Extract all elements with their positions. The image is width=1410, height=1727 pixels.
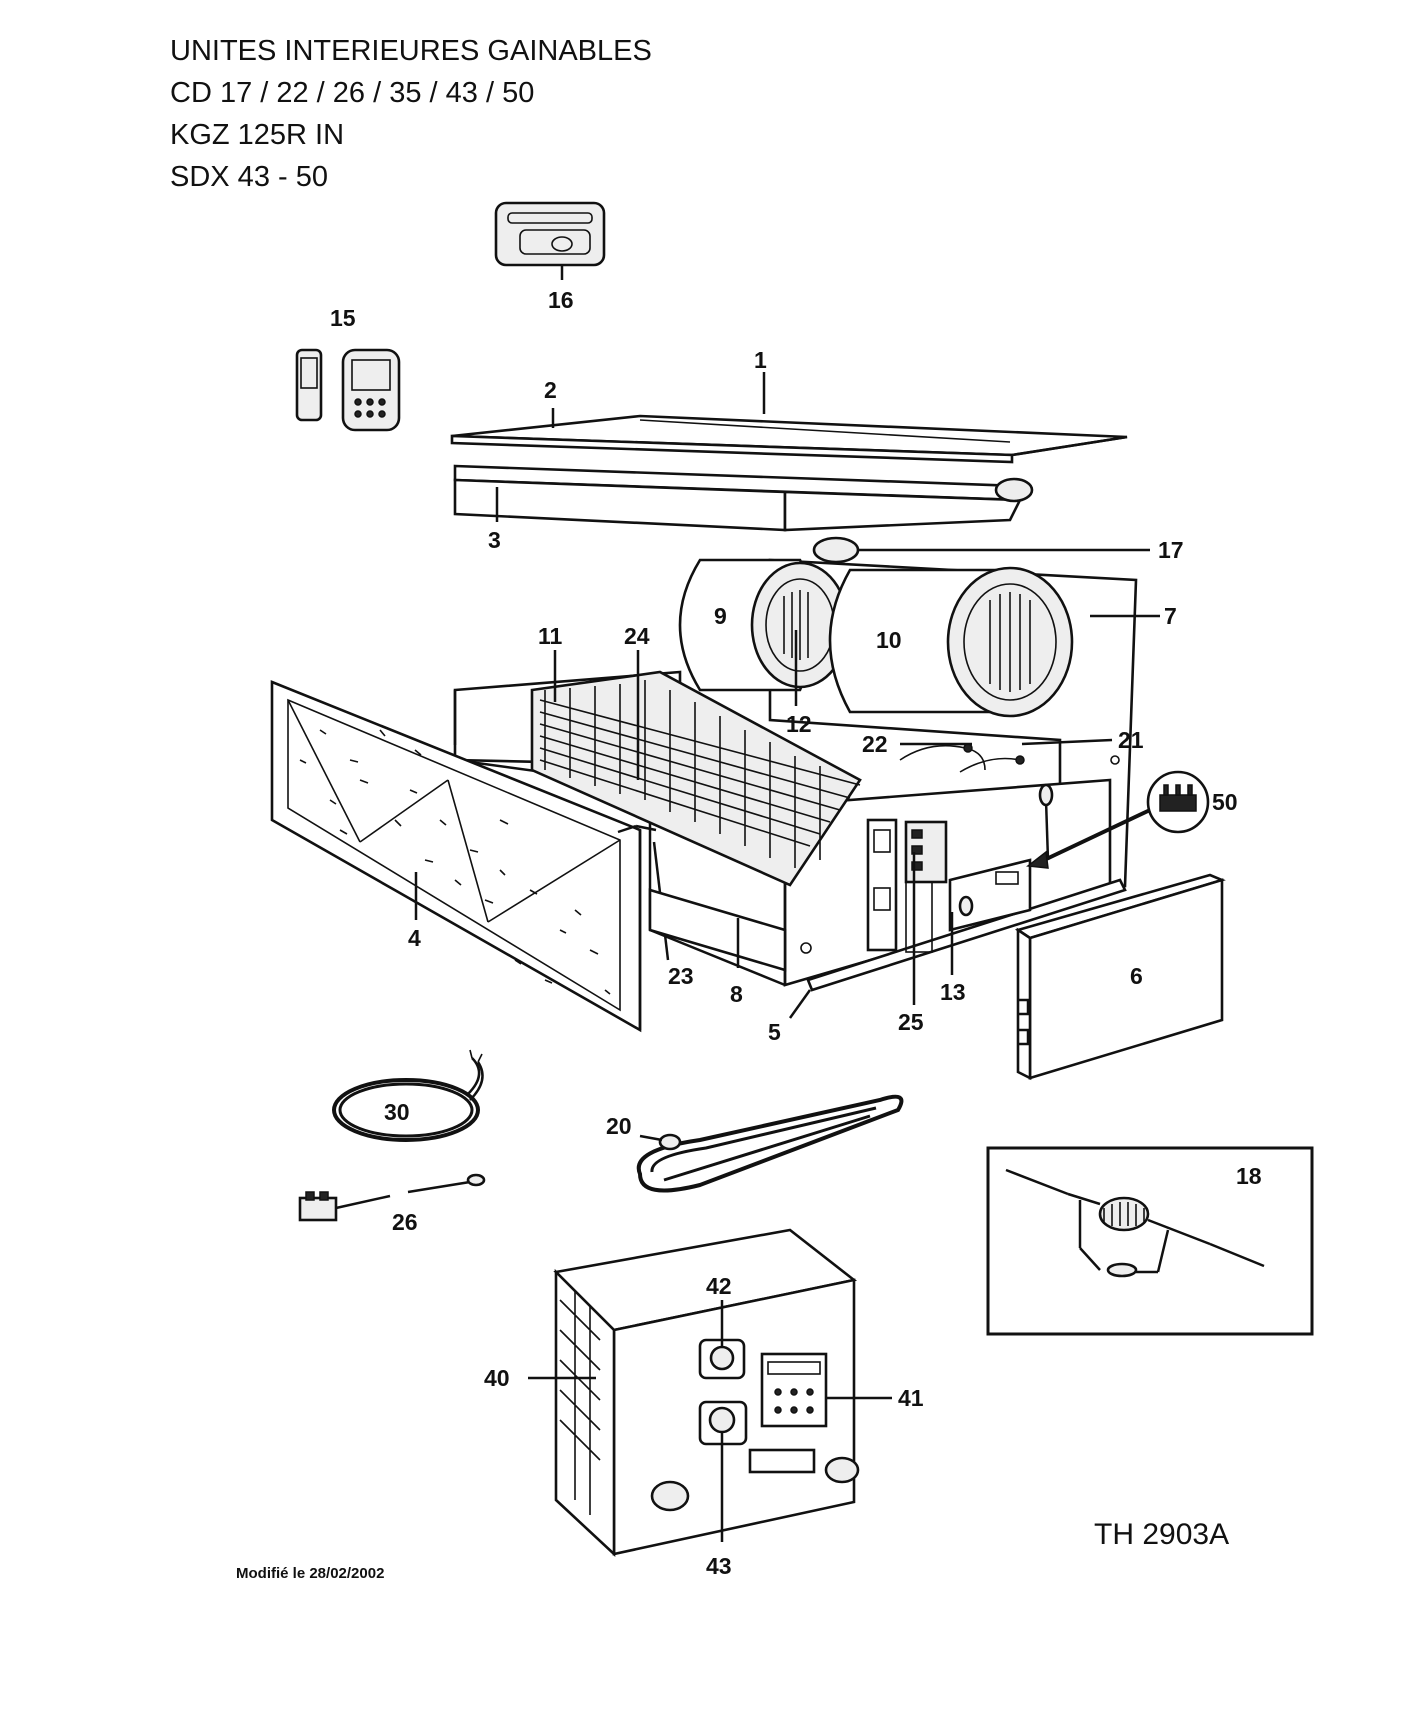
temperature-sensors-21-22	[899, 738, 1113, 773]
callout-42: 42	[706, 1273, 732, 1299]
callout-3: 3	[488, 527, 501, 553]
drawing-reference: TH 2903A	[1094, 1518, 1230, 1551]
top-panel-1-2	[450, 372, 1128, 464]
callout-1: 1	[754, 347, 767, 373]
callout-30: 30	[384, 1099, 410, 1125]
callout-6: 6	[1130, 963, 1143, 989]
callout-40: 40	[484, 1365, 510, 1391]
callout-5: 5	[768, 1019, 781, 1045]
heater-module-40-43	[528, 1228, 892, 1557]
control-box-25	[866, 818, 948, 1005]
callout-9: 9	[714, 603, 727, 629]
callout-12: 12	[786, 711, 812, 737]
title-block: UNITES INTERIEURES GAINABLES CD 17 / 22 …	[170, 30, 652, 198]
inset-18	[986, 1146, 1314, 1336]
callout-17: 17	[1158, 537, 1184, 563]
callout-22: 22	[862, 731, 888, 757]
callout-23: 23	[668, 963, 694, 989]
lower-rail-8	[648, 888, 787, 972]
callout-8: 8	[730, 981, 743, 1007]
callout-16: 16	[548, 287, 574, 313]
drain-pan-3	[453, 464, 1034, 532]
callout-2: 2	[544, 377, 557, 403]
callout-13: 13	[940, 979, 966, 1005]
callout-26: 26	[392, 1209, 418, 1235]
callout-43: 43	[706, 1553, 732, 1579]
coiled-cable-30	[332, 1049, 484, 1142]
callout-25: 25	[898, 1009, 924, 1035]
callout-11: 11	[538, 623, 563, 649]
title-line-3: KGZ 125R IN	[170, 119, 345, 151]
fan-housing-10	[828, 566, 1074, 718]
callout-50: 50	[1212, 789, 1238, 815]
connector-50	[1026, 770, 1210, 869]
wall-controller-16	[494, 201, 606, 280]
callout-24: 24	[624, 623, 650, 649]
thermistor-probe-26	[298, 1173, 486, 1222]
title-line-1: UNITES INTERIEURES GAINABLES	[170, 35, 652, 67]
callout-20: 20	[606, 1113, 632, 1139]
evaporator-coil-11	[530, 650, 862, 887]
remote-control-15	[295, 348, 401, 432]
callout-15: 15	[330, 305, 356, 331]
cable-assembly-20	[636, 1094, 904, 1193]
modified-date: Modifié le 28/02/2002	[236, 1565, 385, 1582]
side-panel-6	[1014, 873, 1226, 1081]
fan-housing-9	[678, 558, 850, 692]
electronic-board-13	[948, 858, 1032, 975]
title-line-2: CD 17 / 22 / 26 / 35 / 43 / 50	[170, 77, 535, 109]
cable-gland-17	[812, 536, 1150, 564]
callout-10: 10	[876, 627, 902, 653]
callout-4: 4	[408, 925, 421, 951]
callout-21: 21	[1118, 727, 1144, 753]
title-line-4: SDX 43 - 50	[170, 161, 328, 193]
callout-18: 18	[1236, 1163, 1262, 1189]
air-filter-4	[270, 680, 657, 1033]
callout-7: 7	[1164, 603, 1177, 629]
callout-41: 41	[898, 1385, 924, 1411]
